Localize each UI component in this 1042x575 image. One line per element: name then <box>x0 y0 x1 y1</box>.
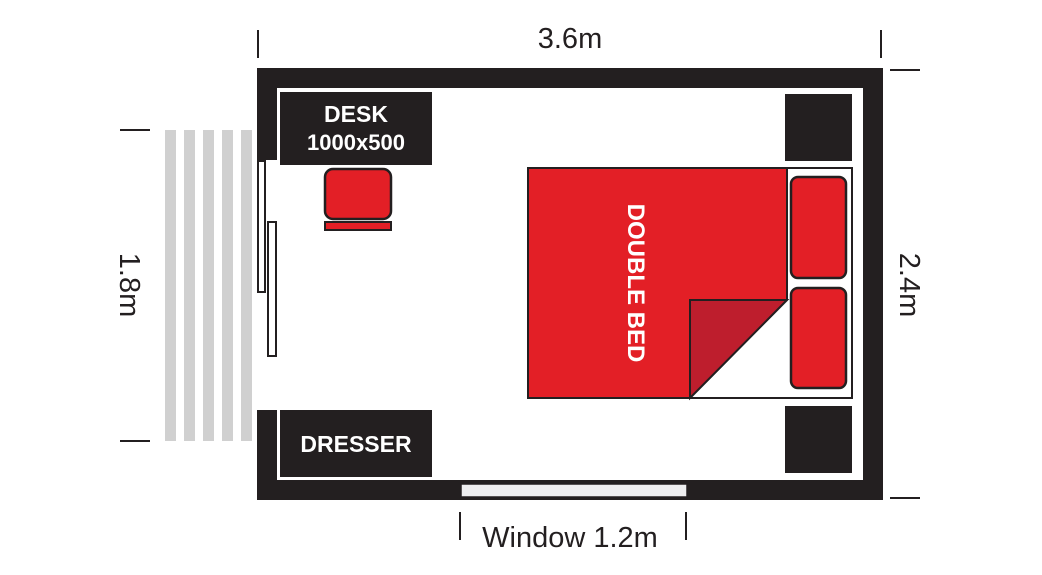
desk-shape <box>280 92 432 165</box>
bed-label: DOUBLE BED <box>622 204 649 363</box>
chair <box>323 167 393 231</box>
dresser-label: DRESSER <box>300 431 412 457</box>
dimension-ticks <box>120 30 920 540</box>
desk-title: DESK <box>324 101 388 127</box>
double-bed: DOUBLE BED <box>527 167 853 401</box>
dresser: DRESSER <box>280 410 432 477</box>
pillow <box>789 175 848 280</box>
width-label: 3.6m <box>538 23 602 55</box>
desk: DESK 1000x500 <box>280 92 432 165</box>
step <box>222 130 233 441</box>
window <box>460 483 688 498</box>
desk-size: 1000x500 <box>307 130 405 155</box>
door-panel[interactable] <box>257 160 266 293</box>
step <box>241 130 252 441</box>
steps <box>165 130 252 441</box>
chair-seat <box>323 167 393 221</box>
pillow <box>789 286 848 390</box>
nightstand-top <box>785 94 852 161</box>
door-panel[interactable] <box>267 221 277 357</box>
step <box>184 130 195 441</box>
step <box>165 130 176 441</box>
window-label: Window 1.2m <box>482 522 658 554</box>
step-width-label: 1.8m <box>113 253 145 317</box>
dresser-shape <box>280 410 432 477</box>
nightstand-bottom <box>785 406 852 473</box>
step <box>203 130 214 441</box>
height-label: 2.4m <box>893 253 925 317</box>
chair-back <box>324 221 392 231</box>
cover-fold <box>689 299 790 401</box>
